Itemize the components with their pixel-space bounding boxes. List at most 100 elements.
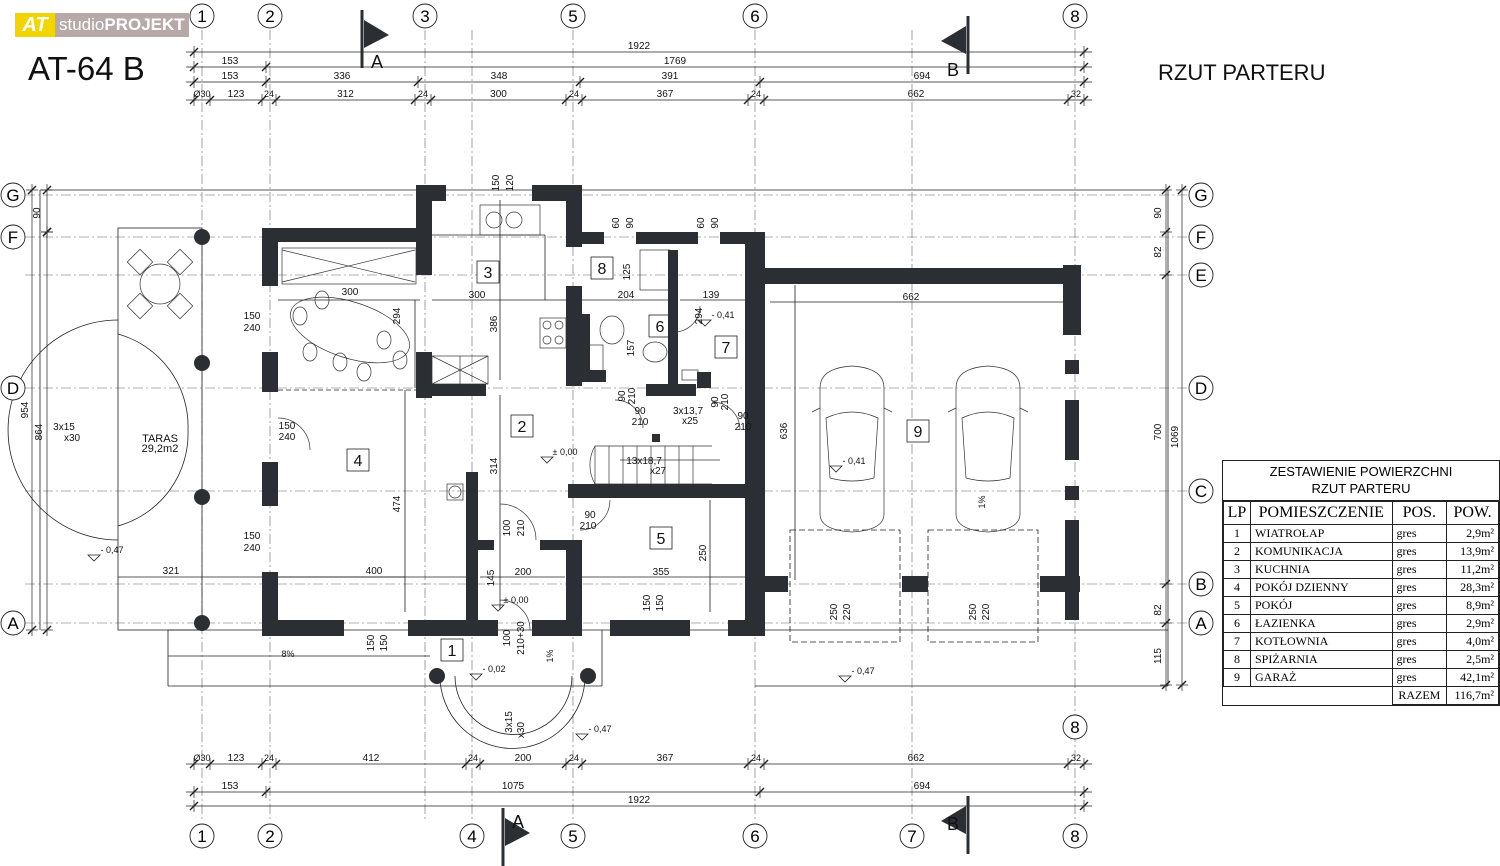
- dimension-value: 1922: [628, 41, 651, 52]
- stair-label: x30: [516, 722, 527, 739]
- dimension-tick: [257, 759, 267, 769]
- dimension-tick: [461, 759, 471, 769]
- dimension-tick: [1161, 227, 1171, 237]
- wall: [1065, 400, 1079, 460]
- table-cell-lp: 1: [1223, 524, 1251, 543]
- dimension-tick: [1079, 95, 1089, 105]
- opening-size: 90: [710, 396, 721, 408]
- chair-icon: [332, 352, 348, 372]
- toilet-icon: [599, 315, 625, 345]
- opening-size: 220: [981, 603, 992, 620]
- walls: [194, 10, 1081, 866]
- dimension-tick: [1161, 680, 1171, 690]
- section-label: A: [371, 52, 383, 72]
- interior-dimension: 125: [622, 263, 633, 280]
- axis-bubble: [899, 823, 925, 849]
- axis-label: 8: [1070, 718, 1079, 737]
- wall: [745, 232, 765, 636]
- wall: [902, 576, 928, 592]
- axis-bubble: [1188, 224, 1214, 250]
- wall: [1065, 486, 1079, 500]
- table-header: POW.: [1446, 501, 1499, 525]
- interior-dimension: 294: [392, 307, 403, 324]
- room-number: 2: [518, 419, 527, 436]
- dimension-tick: [271, 759, 281, 769]
- room-number: 7: [722, 340, 731, 357]
- opening-size: 250: [968, 603, 979, 620]
- table-icon: [139, 263, 181, 305]
- dimension-value: 367: [657, 89, 674, 100]
- room-number: 1: [448, 643, 457, 660]
- dimension-value: 82: [1153, 246, 1164, 258]
- level-value: ± 0,00: [504, 595, 529, 605]
- table-cell-name: POKÓJ DZIENNY: [1250, 578, 1393, 597]
- axis-label: F: [1196, 228, 1206, 247]
- dimension-tick: [1161, 579, 1171, 589]
- chair-icon: [302, 342, 318, 362]
- chimney-icon: [448, 485, 462, 499]
- room-number-box: [590, 256, 614, 280]
- level-marker: [698, 319, 712, 327]
- wall: [416, 185, 446, 201]
- axis-bubble: [0, 610, 26, 636]
- dimension-tick: [27, 185, 37, 195]
- opening-size: 240: [244, 543, 261, 554]
- opening-size: 150: [491, 174, 502, 191]
- table-cell-mat: gres: [1391, 578, 1448, 597]
- axis-bubble: [412, 3, 438, 29]
- table-cell-mat: gres: [1391, 614, 1448, 633]
- opening-size: 100: [502, 629, 513, 646]
- table-header: POMIESZCZENIE: [1250, 501, 1393, 525]
- column: [580, 668, 596, 684]
- dimension-value: 24: [468, 753, 478, 763]
- axis-bubble: [189, 3, 215, 29]
- table-cell-mat: gres: [1391, 524, 1448, 543]
- opening-size: 150: [244, 531, 261, 542]
- level-marker: [469, 673, 483, 681]
- wall: [1065, 520, 1079, 620]
- dimension-tick: [1177, 185, 1187, 195]
- door-swing: [614, 399, 644, 429]
- slope-value: 8%: [281, 649, 294, 659]
- dimension-tick: [1161, 618, 1171, 628]
- room-number-box: [714, 335, 738, 359]
- wardrobe-hatch: [281, 249, 416, 283]
- dimension-value: 32: [1071, 89, 1081, 99]
- stair-label: 3x13,7: [673, 406, 703, 417]
- wall: [262, 620, 344, 636]
- level-marker: [540, 456, 554, 464]
- axis-bubble: [1188, 571, 1214, 597]
- dimension-value: 24: [264, 753, 274, 763]
- dimension-value: 864: [34, 423, 45, 440]
- opening-size: 90: [625, 217, 636, 229]
- interior-dimension: 200: [515, 567, 532, 578]
- chair-icon: [166, 292, 194, 320]
- terrace-area: 29,2m2: [142, 443, 179, 455]
- dimension-value: 391: [662, 71, 679, 82]
- dimension-tick: [561, 95, 571, 105]
- dimension-value: 24: [264, 89, 274, 99]
- wall: [1040, 576, 1080, 592]
- area-table: ZESTAWIENIE POWIERZCHNI RZUT PARTERU LP …: [1222, 460, 1500, 706]
- dimension-value: 412: [363, 753, 380, 764]
- wall: [636, 232, 676, 244]
- dimension-value: 662: [908, 89, 925, 100]
- dimension-value: 90: [32, 207, 43, 219]
- entrance-arc: [439, 675, 586, 749]
- axis-label: 4: [467, 827, 476, 846]
- axis-label: F: [8, 228, 18, 247]
- table-cell-lp: 9: [1223, 668, 1251, 687]
- dimension-tick: [755, 787, 765, 797]
- project-title: AT-64 B: [28, 50, 145, 87]
- terrace-stairs: 3x15: [53, 422, 75, 433]
- dimension-value: 348: [491, 71, 508, 82]
- door-swing: [579, 499, 611, 531]
- logo: AT studioPROJEKT: [15, 13, 189, 37]
- washbasin-icon: [642, 341, 668, 363]
